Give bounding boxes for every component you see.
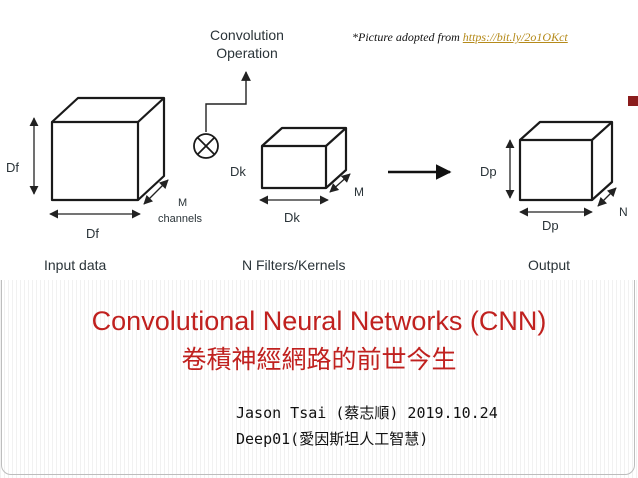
cnn-diagram-svg: Df Df M channels Input data Convolution … xyxy=(6,27,628,273)
output-n-label: N xyxy=(619,205,628,219)
filter-m-label: M xyxy=(354,185,364,199)
input-df-bottom-label: Df xyxy=(86,226,99,241)
picture-credit-text: *Picture adopted from xyxy=(352,30,463,44)
convolution-label-line1: Convolution xyxy=(210,27,284,43)
output-dp-bottom-label: Dp xyxy=(542,218,559,233)
decorative-edge-mark xyxy=(628,96,638,106)
slide-title-chinese: 卷積神經網路的前世今生 xyxy=(181,345,457,374)
filter-cube xyxy=(260,126,348,190)
filters-kernels-label: N Filters/Kernels xyxy=(242,257,345,273)
picture-credit-link[interactable]: https://bit.ly/2o1OKct xyxy=(462,30,568,44)
input-data-label: Input data xyxy=(44,257,106,273)
author-line: Jason Tsai (蔡志順) 2019.10.24 xyxy=(236,404,498,422)
output-depth-arrow xyxy=(597,187,617,207)
output-cube xyxy=(518,120,614,202)
input-m-label: M xyxy=(178,197,187,209)
cnn-diagram: Df Df M channels Input data Convolution … xyxy=(6,27,628,273)
convolution-pointer-arrow xyxy=(205,71,251,132)
filter-depth-arrow xyxy=(329,173,351,193)
input-depth-arrow xyxy=(143,179,169,205)
output-label: Output xyxy=(528,257,570,273)
slide-title-english: Convolutional Neural Networks (CNN) xyxy=(91,306,547,336)
picture-credit: *Picture adopted from https://bit.ly/2o1… xyxy=(352,30,568,45)
input-cube xyxy=(50,96,166,202)
filter-dk-bottom-label: Dk xyxy=(284,210,300,225)
input-df-left-label: Df xyxy=(6,160,19,175)
output-dp-left-label: Dp xyxy=(480,164,497,179)
convolution-label-line2: Operation xyxy=(216,45,277,61)
organization-line: Deep01(愛因斯坦人工智慧) xyxy=(236,430,429,448)
convolution-operator-icon xyxy=(193,133,219,159)
input-channels-label: channels xyxy=(158,213,203,225)
filter-dk-left-label: Dk xyxy=(230,164,246,179)
